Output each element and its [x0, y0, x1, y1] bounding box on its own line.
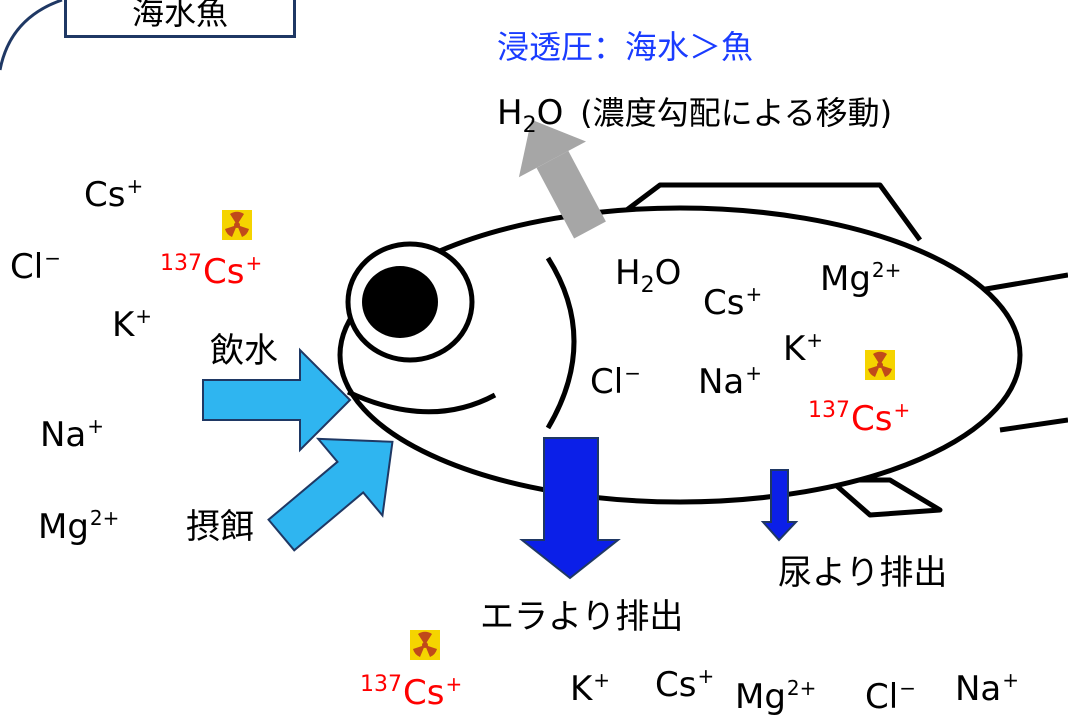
- body-ion-cs: Cs+: [703, 282, 763, 323]
- radiation-icon: [222, 210, 252, 240]
- body-ion-cl: Cl−: [590, 361, 641, 402]
- drink-arrow: [202, 347, 352, 453]
- fish-mouth: [346, 389, 497, 415]
- water-formula: H2O: [497, 93, 564, 138]
- fish-pupil: [362, 266, 438, 338]
- sea-ion-mg: Mg2+: [38, 506, 120, 547]
- water-outflow-arrow: [518, 119, 606, 239]
- title-text: 海水魚: [131, 0, 228, 32]
- fish-tail-lower: [999, 417, 1068, 433]
- sea-ion-cs: Cs+: [84, 174, 144, 215]
- osmotic-pressure-header: 浸透圧：海水＞魚: [497, 28, 754, 66]
- sea-ion-na: Na+: [40, 414, 105, 455]
- fish-tail-upper: [979, 272, 1068, 293]
- feed-label: 摂餌: [186, 507, 254, 547]
- water-flow-label: H2O (濃度勾配による移動): [497, 93, 893, 138]
- urine-excretion-label: 尿より排出: [778, 553, 948, 593]
- fish-gill-line: [545, 256, 577, 430]
- fish-body: [337, 205, 1023, 505]
- sea-ion-cl: Cl−: [10, 246, 61, 287]
- body-ion-k: K+: [783, 328, 824, 369]
- fish-ventral-fin: [827, 477, 943, 518]
- sea-radioactive-cs: 137Cs+: [160, 251, 263, 292]
- excreted-ion-na: Na+: [955, 668, 1020, 709]
- gill-excretion-label: エラより排出: [480, 597, 684, 637]
- body-water-formula: H2O: [615, 253, 682, 298]
- gill-excretion-arrow: [519, 437, 621, 580]
- feed-arrow: [267, 437, 394, 552]
- urine-excretion-arrow: [760, 469, 799, 542]
- body-ion-na: Na+: [698, 361, 763, 402]
- excreted-ion-mg: Mg2+: [735, 676, 817, 717]
- excreted-ion-cl: Cl−: [865, 676, 916, 717]
- excreted-radioactive-cs: 137Cs+: [360, 672, 463, 713]
- drink-label: 飲水: [210, 331, 278, 371]
- title-box: 海水魚: [64, 0, 296, 38]
- water-flow-description: (濃度勾配による移動): [580, 94, 893, 132]
- frame-curve: [0, 0, 63, 71]
- sea-ion-k: K+: [112, 304, 153, 345]
- body-radioactive-cs: 137Cs+: [808, 398, 911, 439]
- radiation-icon: [865, 350, 895, 380]
- radiation-icon: [410, 630, 440, 660]
- body-ion-mg: Mg2+: [820, 258, 902, 299]
- excreted-ion-k: K+: [570, 668, 611, 709]
- excreted-ion-cs: Cs+: [655, 664, 715, 705]
